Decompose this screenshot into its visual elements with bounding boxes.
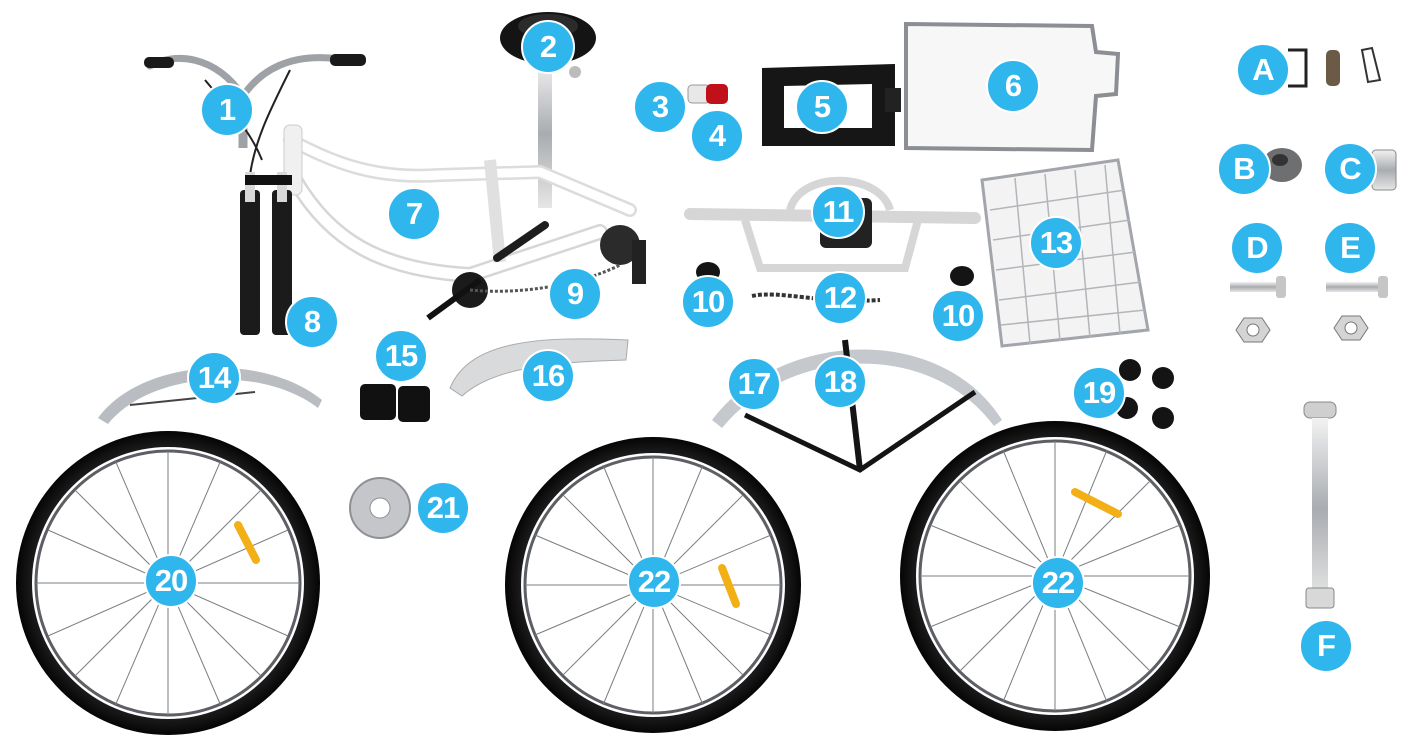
pedals xyxy=(360,384,430,422)
callout-1: 1 xyxy=(200,83,254,137)
callout-f: F xyxy=(1299,619,1353,673)
callout-22-left: 22 xyxy=(627,555,681,609)
knob xyxy=(950,266,974,286)
callout-19: 19 xyxy=(1072,366,1126,420)
callout-15: 15 xyxy=(374,329,428,383)
bolt-d xyxy=(1230,276,1286,342)
callout-9: 9 xyxy=(548,267,602,321)
callout-8: 8 xyxy=(285,295,339,349)
callout-20: 20 xyxy=(144,554,198,608)
callout-4: 4 xyxy=(690,109,744,163)
callout-a: A xyxy=(1236,43,1290,97)
callout-22-right: 22 xyxy=(1031,556,1085,610)
front-fork xyxy=(240,172,292,335)
callout-6: 6 xyxy=(986,59,1040,113)
callout-d: D xyxy=(1230,221,1284,275)
callout-13: 13 xyxy=(1029,216,1083,270)
rear-reflector xyxy=(706,84,728,104)
callout-10-right: 10 xyxy=(931,289,985,343)
callout-21: 21 xyxy=(416,481,470,535)
callout-b: B xyxy=(1217,142,1271,196)
callout-12: 12 xyxy=(813,271,867,325)
callout-3: 3 xyxy=(633,80,687,134)
callout-17: 17 xyxy=(727,357,781,411)
callout-c: C xyxy=(1323,142,1377,196)
callout-7: 7 xyxy=(387,187,441,241)
callout-18: 18 xyxy=(813,355,867,409)
brake-disc xyxy=(350,478,410,538)
callout-2: 2 xyxy=(521,20,575,74)
bolt-e xyxy=(1326,276,1388,340)
callout-5: 5 xyxy=(795,80,849,134)
callout-11: 11 xyxy=(811,185,865,239)
callout-10-left: 10 xyxy=(681,275,735,329)
callout-e: E xyxy=(1323,221,1377,275)
callout-16: 16 xyxy=(521,349,575,403)
callout-14: 14 xyxy=(187,351,241,405)
axle-bolt xyxy=(1304,402,1336,608)
chain-links xyxy=(1288,48,1380,86)
